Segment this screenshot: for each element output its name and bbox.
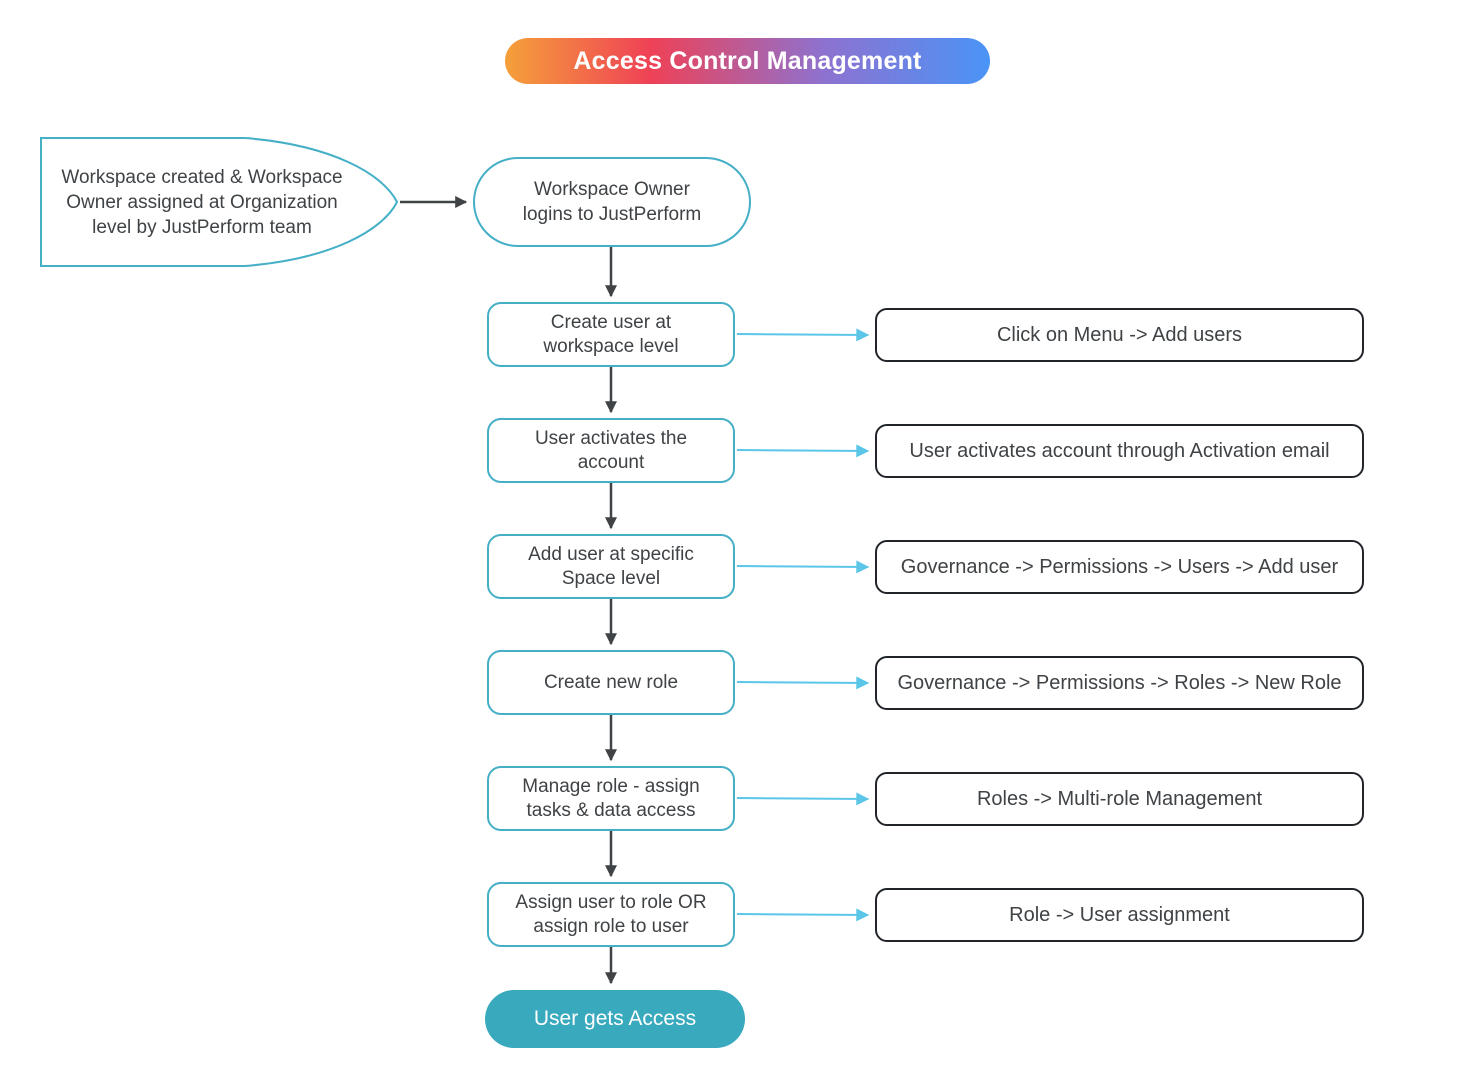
end-node: User gets Access bbox=[485, 990, 745, 1048]
login-node-label: Workspace Owner logins to JustPerform bbox=[522, 179, 702, 225]
login-node: Workspace Owner logins to JustPerform bbox=[473, 157, 751, 247]
step-label: Create new role bbox=[543, 671, 679, 693]
arrow-step3-to-action3 bbox=[736, 560, 870, 574]
action-label: Roles -> Multi-role Management bbox=[976, 787, 1263, 810]
arrow-step6-to-action6 bbox=[736, 908, 870, 922]
step-manage-role: Manage role - assign tasks & data access bbox=[487, 766, 735, 831]
step-label: User activates the account bbox=[534, 427, 688, 473]
step-add-user-space-level: Add user at specific Space level bbox=[487, 534, 735, 599]
step-create-user-workspace: Create user at workspace level bbox=[487, 302, 735, 367]
start-node-shape bbox=[40, 137, 399, 267]
action-activation-email: User activates account through Activatio… bbox=[875, 424, 1364, 478]
action-multi-role-management: Roles -> Multi-role Management bbox=[875, 772, 1364, 826]
action-label: Governance -> Permissions -> Roles -> Ne… bbox=[897, 671, 1342, 694]
end-node-label: User gets Access bbox=[533, 1007, 697, 1030]
step-user-activates-account: User activates the account bbox=[487, 418, 735, 483]
action-label: Role -> User assignment bbox=[1009, 903, 1230, 926]
action-user-assignment: Role -> User assignment bbox=[875, 888, 1364, 942]
arrow-step2-to-action2 bbox=[736, 444, 870, 458]
diagram-title-pill: Access Control Management bbox=[505, 38, 990, 84]
start-node: Workspace created & Workspace Owner assi… bbox=[40, 137, 400, 267]
action-label: Click on Menu -> Add users bbox=[996, 323, 1243, 346]
arrow-step5-to-action5 bbox=[736, 792, 870, 806]
arrow-step4-to-action4 bbox=[736, 676, 870, 690]
step-label: Create user at workspace level bbox=[543, 311, 679, 357]
action-label: User activates account through Activatio… bbox=[909, 439, 1330, 462]
step-label: Manage role - assign tasks & data access bbox=[522, 775, 700, 821]
diagram-title: Access Control Management bbox=[573, 46, 922, 75]
action-label: Governance -> Permissions -> Users -> Ad… bbox=[900, 555, 1339, 578]
start-node-label: Workspace created & Workspace Owner assi… bbox=[61, 166, 343, 238]
action-permissions-new-role: Governance -> Permissions -> Roles -> Ne… bbox=[875, 656, 1364, 710]
step-label: Add user at specific Space level bbox=[528, 543, 694, 589]
step-assign-user-role: Assign user to role OR assign role to us… bbox=[487, 882, 735, 947]
action-add-users-menu: Click on Menu -> Add users bbox=[875, 308, 1364, 362]
action-permissions-add-user: Governance -> Permissions -> Users -> Ad… bbox=[875, 540, 1364, 594]
step-create-new-role: Create new role bbox=[487, 650, 735, 715]
arrow-step1-to-action1 bbox=[736, 328, 870, 342]
step-label: Assign user to role OR assign role to us… bbox=[515, 891, 707, 937]
